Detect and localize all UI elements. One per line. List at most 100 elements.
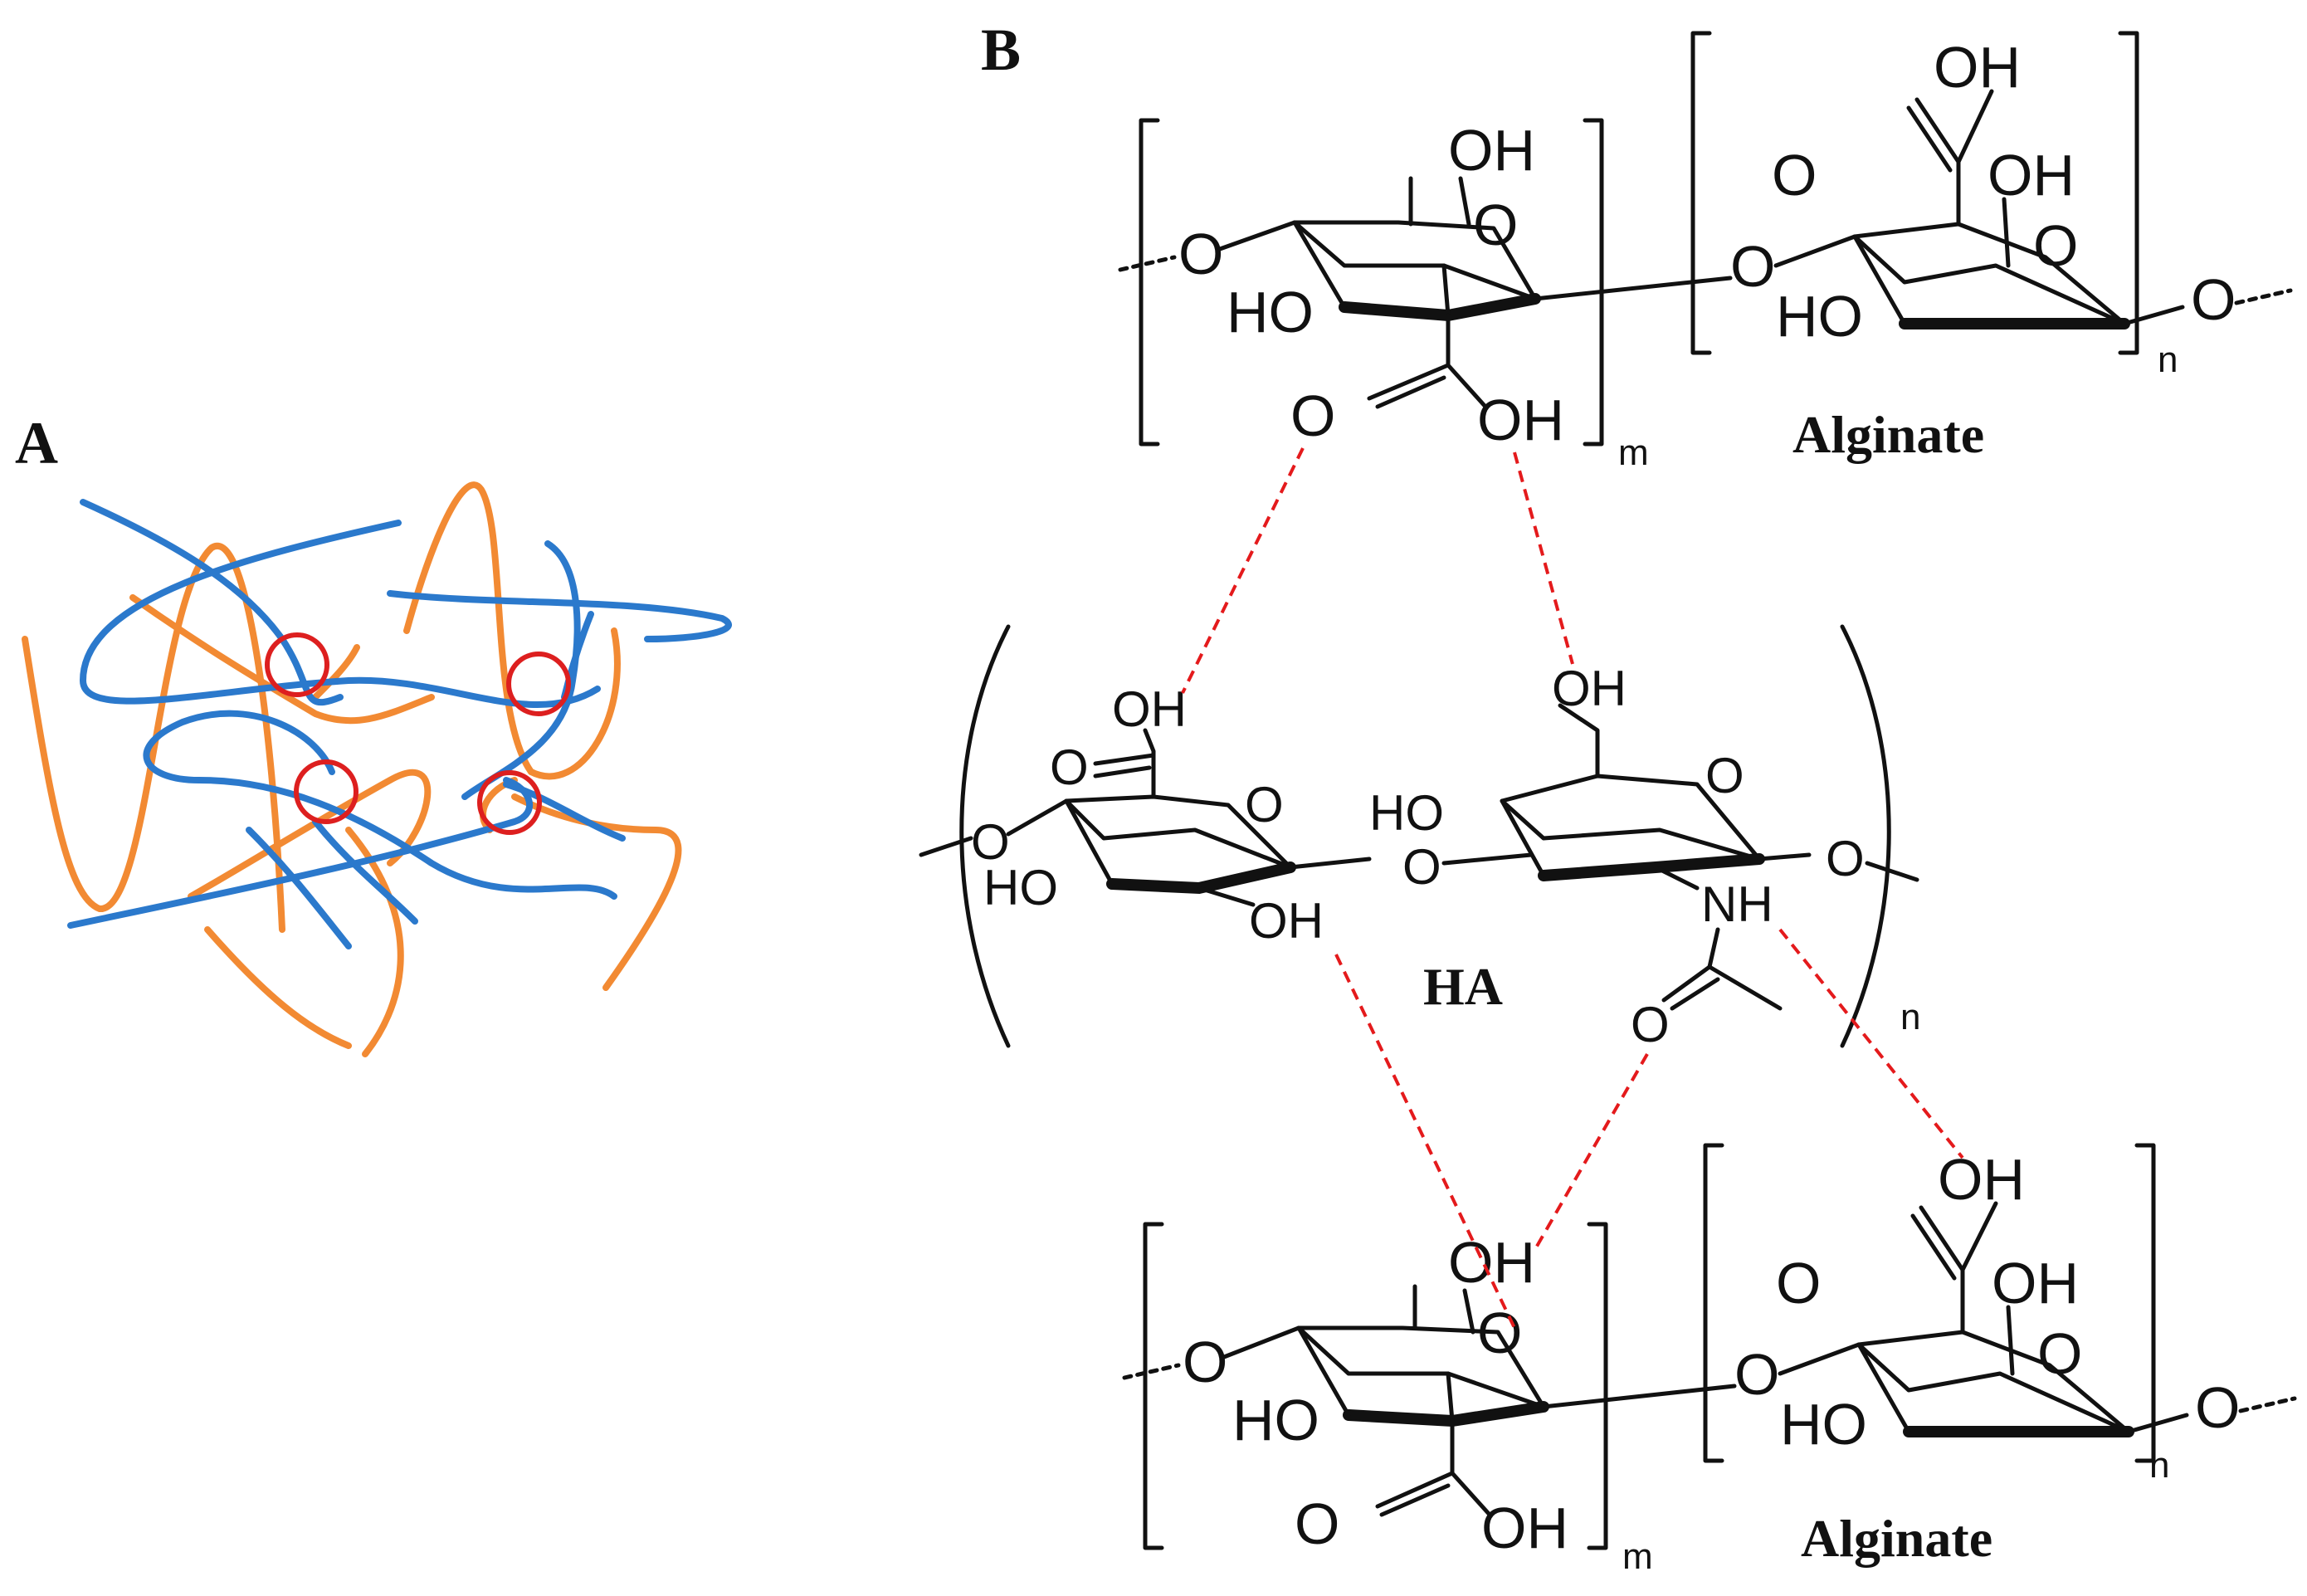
orange-polymer-chains bbox=[22, 481, 682, 1057]
atom-o-ha-link: O bbox=[1402, 839, 1441, 895]
hydrogen-bonds bbox=[1181, 447, 1964, 1329]
bond bbox=[1707, 927, 1720, 969]
alginate-bottom-label: Alginate bbox=[1801, 1509, 1992, 1568]
alginate-top-label: Alginate bbox=[1792, 405, 1984, 464]
bond bbox=[1670, 977, 1720, 1011]
bracket-n-right bbox=[2118, 31, 2139, 355]
atom-o-end: O bbox=[2191, 267, 2236, 332]
bond bbox=[1757, 852, 1812, 861]
crosslink-circle-3 bbox=[294, 759, 358, 824]
bond bbox=[1462, 1288, 1475, 1335]
bond bbox=[1441, 263, 1451, 318]
atom-ho-2b: HO bbox=[1780, 1392, 1867, 1457]
atom-oh-ha-ch2: OH bbox=[1552, 661, 1627, 716]
bond bbox=[1093, 765, 1152, 778]
atom-o-ha-ring: O bbox=[1245, 777, 1284, 832]
panel-b-label: B bbox=[981, 17, 1021, 83]
crosslink-markers bbox=[265, 632, 571, 835]
atom-oh-alg-bottom: OH bbox=[1938, 1147, 2025, 1212]
hbond-5 bbox=[1778, 928, 1964, 1159]
atom-oh-carboxyl: OH bbox=[1477, 388, 1564, 452]
paren-left bbox=[959, 624, 1011, 1048]
atom-o-link-b: O bbox=[1734, 1342, 1779, 1407]
subscript-m-bottom: m bbox=[1622, 1536, 1653, 1577]
bond bbox=[1856, 1342, 1911, 1434]
subscript-n-top: n bbox=[2158, 339, 2178, 380]
bond bbox=[1533, 276, 1733, 301]
bracket-m-right bbox=[1583, 118, 1604, 447]
bond bbox=[1222, 1325, 1301, 1359]
atom-ho-b: HO bbox=[1232, 1388, 1319, 1452]
bond bbox=[1143, 728, 1156, 799]
blue-chain-9 bbox=[246, 827, 352, 949]
bracket-n-right-bottom bbox=[2134, 1143, 2156, 1463]
bond bbox=[1773, 234, 1857, 268]
atom-oh-ha: OH bbox=[1249, 893, 1324, 949]
chain-end-right bbox=[2234, 288, 2293, 305]
bond bbox=[1852, 234, 1907, 326]
atom-o: O bbox=[1178, 222, 1223, 286]
hbond-3 bbox=[1334, 954, 1516, 1329]
orange-chain-3 bbox=[403, 481, 621, 780]
bracket-n-left bbox=[1690, 31, 1712, 355]
ha-label: HA bbox=[1423, 957, 1503, 1016]
atom-oh-2: OH bbox=[1988, 143, 2075, 207]
atom-oh-ha-carboxyl: OH bbox=[1112, 681, 1187, 737]
ring-ha-2-wedge bbox=[1538, 853, 1765, 881]
atom-o-carbonyl-2b: O bbox=[1776, 1251, 1821, 1315]
bond bbox=[2002, 197, 2011, 268]
bond bbox=[1375, 375, 1446, 409]
panel-a-network bbox=[22, 481, 732, 1057]
bond bbox=[1093, 753, 1156, 766]
bond bbox=[1914, 97, 1961, 164]
ring-m-bottom-wedge bbox=[1343, 1401, 1549, 1428]
atom-oh-b: OH bbox=[1448, 1230, 1535, 1295]
blue-chain-1 bbox=[80, 499, 344, 706]
atom-o-ring-2b: O bbox=[2037, 1321, 2082, 1386]
atom-ho-ha: HO bbox=[983, 860, 1058, 915]
bond bbox=[1865, 861, 1919, 882]
blue-chain-7 bbox=[503, 781, 626, 842]
bond bbox=[919, 836, 973, 857]
ring-ha-1-wedge bbox=[1106, 861, 1296, 895]
atom-nh-ha: NH bbox=[1701, 876, 1773, 932]
blue-chain-8 bbox=[312, 818, 418, 925]
bond bbox=[1906, 105, 1953, 173]
bond bbox=[1446, 1371, 1455, 1423]
atom-o-carbonyl: O bbox=[1290, 383, 1335, 448]
blue-chain-3 bbox=[387, 590, 732, 642]
bond bbox=[1288, 857, 1372, 870]
atom-oh-2b: OH bbox=[1992, 1251, 2079, 1315]
orange-chain-2 bbox=[129, 594, 435, 725]
blue-chain-6 bbox=[67, 777, 534, 929]
atom-o-carbonyl-b: O bbox=[1295, 1491, 1339, 1556]
panel-a-label: A bbox=[15, 410, 58, 476]
atom-o-ring-b: O bbox=[1477, 1301, 1522, 1365]
bond bbox=[1064, 798, 1114, 886]
bond bbox=[1661, 964, 1712, 1003]
atom-o-ha-amide: O bbox=[1631, 997, 1670, 1052]
blue-chain-2 bbox=[79, 520, 601, 708]
atom-o-link: O bbox=[1730, 234, 1775, 299]
atom-o-ring-2: O bbox=[2033, 213, 2078, 278]
atom-oh-alg-top: OH bbox=[1934, 35, 2021, 100]
blue-chain-4 bbox=[143, 710, 617, 900]
chain-end-left bbox=[1118, 255, 1177, 272]
crosslink-circle-1 bbox=[265, 632, 329, 697]
hbond-1 bbox=[1181, 447, 1305, 694]
blue-polymer-chains bbox=[67, 499, 732, 949]
orange-chain-7 bbox=[511, 793, 682, 991]
atom-o-ring: O bbox=[1473, 193, 1518, 257]
crosslink-circle-2 bbox=[506, 652, 571, 716]
alginate-bottom-structure: m n O OH O HO O OH O OH O OH O HO bbox=[1122, 1143, 2297, 1577]
bond bbox=[2122, 305, 2185, 326]
orange-chain-5 bbox=[204, 926, 352, 1049]
bond bbox=[2006, 1305, 2015, 1376]
bond bbox=[1956, 89, 1994, 164]
bond bbox=[1500, 798, 1546, 878]
bracket-m-right-bottom bbox=[1587, 1222, 1608, 1550]
ha-structure: n O O OH O HO OH O OH O HO O NH bbox=[919, 624, 1920, 1052]
bond bbox=[1541, 1384, 1737, 1409]
bond bbox=[1292, 220, 1347, 310]
